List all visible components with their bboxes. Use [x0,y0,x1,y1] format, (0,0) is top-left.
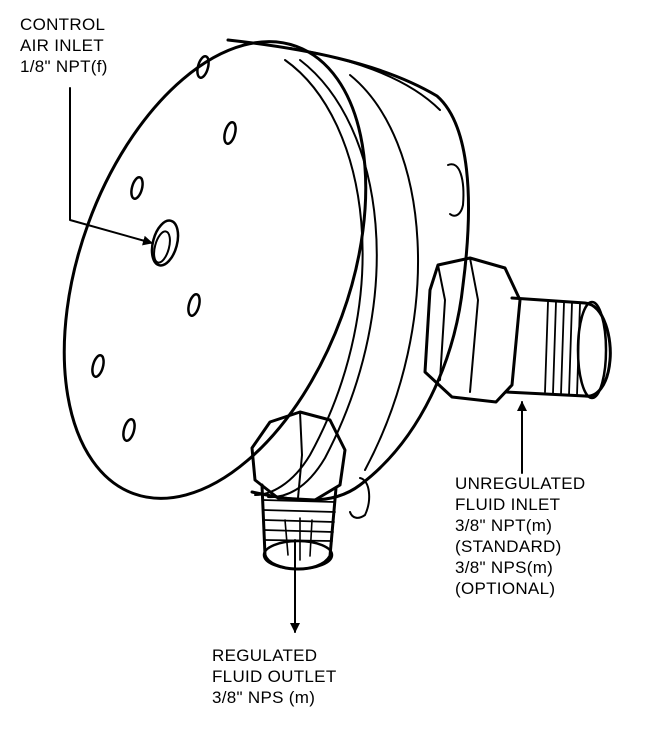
regulated-fluid-outlet-fitting [250,410,347,571]
callout-line: REGULATED [212,646,318,665]
body-ring-1 [254,59,364,496]
outlet-hex-nut [250,410,347,502]
callout-line: AIR INLET [20,36,104,55]
bolt-hole [91,354,105,378]
outlet-bore-lines [284,517,313,561]
bolt-hole [187,293,201,317]
outlet-hex-edge [297,411,303,499]
bolt-holes [91,55,237,442]
outlet-nipple-end [262,539,334,571]
bolt-hole [196,55,210,79]
bolt-hole [130,176,144,200]
callout-line: (STANDARD) [455,537,562,556]
rear-stud-bottom [349,477,371,519]
callout-line: FLUID INLET [455,495,561,514]
inlet-nipple [504,296,612,398]
regulated-fluid-outlet-label: REGULATED FLUID OUTLET 3/8" NPS (m) [212,645,337,708]
callout-line: FLUID OUTLET [212,667,337,686]
outlet-threads [262,499,336,542]
unregulated-fluid-inlet-label: UNREGULATED FLUID INLET 3/8" NPT(m) (STA… [455,473,586,599]
body-top-seam [289,47,441,111]
bolt-hole [223,121,237,145]
inlet-nipple-end [576,300,608,400]
control-air-inlet-port [150,219,180,267]
control-air-inlet-port-inner [153,230,171,264]
inlet-threads [544,301,581,396]
callout-line: 3/8" NPT(m) [455,516,553,535]
inlet-hex-nut [423,256,522,404]
callout-line: 3/8" NPS(m) [455,558,554,577]
front-face [62,40,368,500]
rear-stud-top [447,163,465,217]
rear-rim-edge [226,38,470,502]
inlet-hex-edge [469,257,479,393]
callout-line: 1/8" NPT(f) [20,57,108,76]
callout-line: 3/8" NPS (m) [212,688,316,707]
unregulated-fluid-inlet-fitting [423,256,612,404]
body-ring-3 [349,74,420,471]
leader-arrow [69,87,153,246]
callout-line: CONTROL [20,15,106,34]
control-air-inlet-label: CONTROL AIR INLET 1/8" NPT(f) [20,14,108,77]
callout-line: UNREGULATED [455,474,586,493]
callout-line: (OPTIONAL) [455,579,556,598]
inlet-hex-edge [437,264,446,381]
bolt-hole [122,418,136,442]
